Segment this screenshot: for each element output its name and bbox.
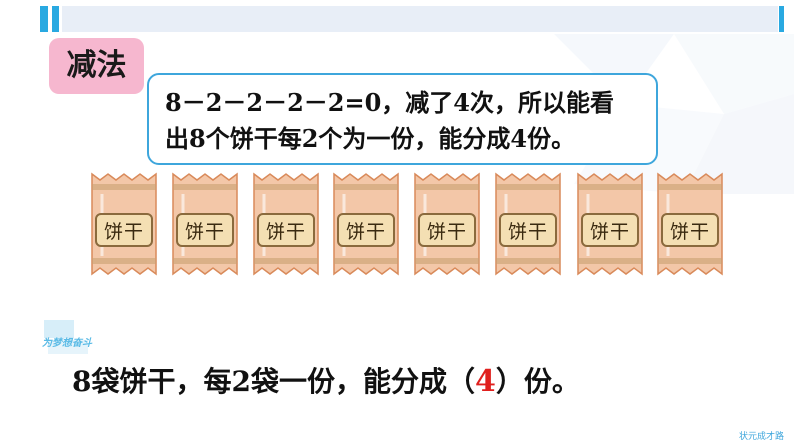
explanation-line-2: 出8个饼干每2个为一份，能分成4份。	[165, 124, 576, 153]
header-accent-bar	[52, 6, 59, 32]
answer-prefix: 8袋饼干，每2袋一份，能分成（	[72, 365, 475, 398]
cookie-bag-icon	[172, 172, 238, 276]
cookie-bag-icon	[91, 172, 157, 276]
explanation-box: 8－2－2－2－2=0，减了4次，所以能看 出8个饼干每2个为一份，能分成4份。	[147, 73, 658, 165]
header-accent-bar	[40, 6, 48, 32]
cookie-bag: 饼干	[574, 170, 646, 278]
answer-value: 4	[474, 364, 496, 399]
logo-text: 为梦想奋斗	[42, 338, 92, 349]
cookie-bag-icon	[577, 172, 643, 276]
answer-suffix: ）份。	[495, 365, 580, 398]
cookie-bag: 饼干	[654, 170, 726, 278]
cookie-bag: 饼干	[411, 170, 483, 278]
cookie-bag: 饼干	[250, 170, 322, 278]
cookie-bag: 饼干	[330, 170, 402, 278]
cookie-bag: 饼干	[88, 170, 160, 278]
cookie-bag-icon	[414, 172, 480, 276]
cookie-bag-icon	[333, 172, 399, 276]
cookie-bag-label: 饼干	[426, 220, 467, 243]
section-tag: 减法	[49, 38, 144, 94]
cookie-bag-label: 饼干	[345, 220, 386, 243]
explanation-line-1: 8－2－2－2－2=0，减了4次，所以能看	[165, 88, 615, 117]
header-band	[62, 6, 778, 32]
answer-sentence: 8袋饼干，每2袋一份，能分成（4）份。	[72, 360, 580, 400]
cookie-bag-label: 饼干	[589, 220, 630, 243]
cookie-bag-icon	[657, 172, 723, 276]
cookie-bag: 饼干	[169, 170, 241, 278]
cookie-bag-label: 饼干	[507, 220, 548, 243]
star-logo-icon	[44, 320, 88, 354]
cookie-bag-icon	[495, 172, 561, 276]
header-cap	[779, 6, 784, 32]
cookie-bag-label: 饼干	[103, 220, 144, 243]
cookie-bag-label: 饼干	[184, 220, 225, 243]
cookie-bag-label: 饼干	[265, 220, 306, 243]
cookie-bag: 饼干	[492, 170, 564, 278]
cookie-bag-label: 饼干	[669, 220, 710, 243]
cookie-bag-row: 饼干 饼干 饼干 饼干 饼干 饼干 饼干 饼干	[88, 170, 738, 280]
footer-brand: 状元成才路	[738, 432, 784, 442]
cookie-bag-icon	[253, 172, 319, 276]
